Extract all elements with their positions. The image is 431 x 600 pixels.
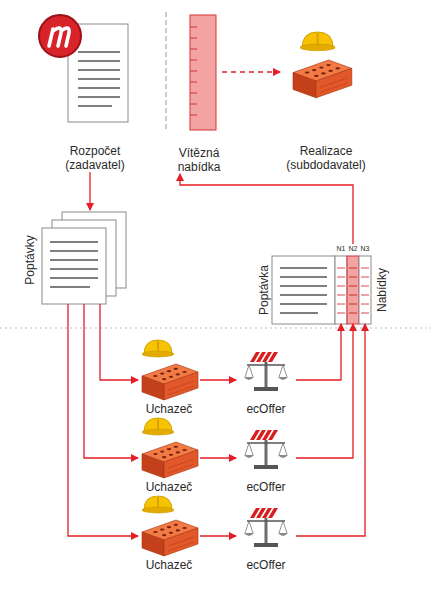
- flow-arrow: [200, 457, 236, 458]
- helmet-icon: [142, 496, 174, 513]
- brick-icon: [142, 442, 198, 478]
- helmet-icon: [142, 340, 174, 357]
- ecoffer-node: ecOffer: [236, 506, 296, 572]
- flow-arrow: [200, 379, 236, 380]
- node-label: Uchazeč: [138, 402, 200, 416]
- helmet-icon: [142, 418, 174, 435]
- flow-arrow: [296, 324, 365, 536]
- flow-arrow: [222, 71, 280, 72]
- flow-arrow: [200, 535, 236, 536]
- bar-ticks: [190, 27, 197, 115]
- document-icon: [42, 228, 106, 304]
- column-label: N3: [357, 244, 373, 254]
- ecoffer-node: ecOffer: [236, 428, 296, 494]
- column-label: N2: [345, 244, 361, 254]
- flow-arrow: [84, 304, 138, 458]
- node-label: Uchazeč: [138, 480, 200, 494]
- offer-column: [359, 256, 371, 324]
- node-label: ecOffer: [236, 558, 296, 572]
- document-icon: [272, 256, 335, 324]
- document-lines: [280, 268, 327, 313]
- column-ticks: [337, 268, 369, 313]
- offer-column-node: N2: [347, 244, 359, 324]
- node-label: Realizace (subdodavatel): [280, 144, 372, 172]
- rotated-label: Poptávka: [257, 265, 271, 315]
- budget-node: Rozpočet (zadavatel): [45, 12, 145, 172]
- helmet-icon: [300, 32, 335, 51]
- flow-arrow: [296, 324, 341, 380]
- logo-circle: [39, 15, 81, 57]
- brick-icon: [142, 364, 198, 400]
- node-label: Rozpočet (zadavatel): [45, 144, 145, 172]
- ecoffer-node: ecOffer: [236, 350, 296, 416]
- flow-arrow: [100, 304, 138, 380]
- scales-icon: [244, 352, 288, 391]
- brick-icon: [293, 60, 352, 98]
- flow-arrow: [89, 172, 90, 210]
- document-lines: [78, 52, 120, 106]
- rotated-label: Poptávky: [23, 235, 37, 284]
- column-ticks: [349, 268, 357, 313]
- logo-mark: [49, 28, 69, 46]
- realization-node: Realizace (subdodavatel): [280, 12, 372, 172]
- offer-column-node: N3: [359, 244, 371, 324]
- bidder-node: Uchazeč: [138, 414, 200, 494]
- winning-offer-node: Vítězná nabídka: [176, 12, 222, 174]
- node-label: Vítězná nabídka: [176, 146, 222, 174]
- node-label: ecOffer: [236, 402, 296, 416]
- node-label: ecOffer: [236, 480, 296, 494]
- offer-column: [347, 256, 359, 324]
- requests-stack-node: Poptávky: [22, 210, 134, 304]
- winning-bar: [190, 15, 216, 130]
- flow-arrow: [296, 324, 353, 458]
- rotated-label: Nabídky: [375, 268, 389, 312]
- column-label: N1: [333, 244, 349, 254]
- brick-icon: [142, 520, 198, 556]
- separator-line: [0, 328, 431, 329]
- offer-column-node: N1: [335, 244, 347, 324]
- offers-table-node: Poptávka Nabídky N1N2N3: [256, 244, 390, 324]
- divider-line: [166, 12, 167, 132]
- scales-icon: [244, 508, 288, 547]
- scales-icon: [244, 430, 288, 469]
- document-lines: [50, 242, 98, 287]
- bidder-node: Uchazeč: [138, 336, 200, 416]
- flow-arrow: [180, 174, 353, 244]
- bidder-node: Uchazeč: [138, 492, 200, 572]
- offer-column: [335, 256, 347, 324]
- node-label: Uchazeč: [138, 558, 200, 572]
- flow-arrow: [68, 304, 138, 536]
